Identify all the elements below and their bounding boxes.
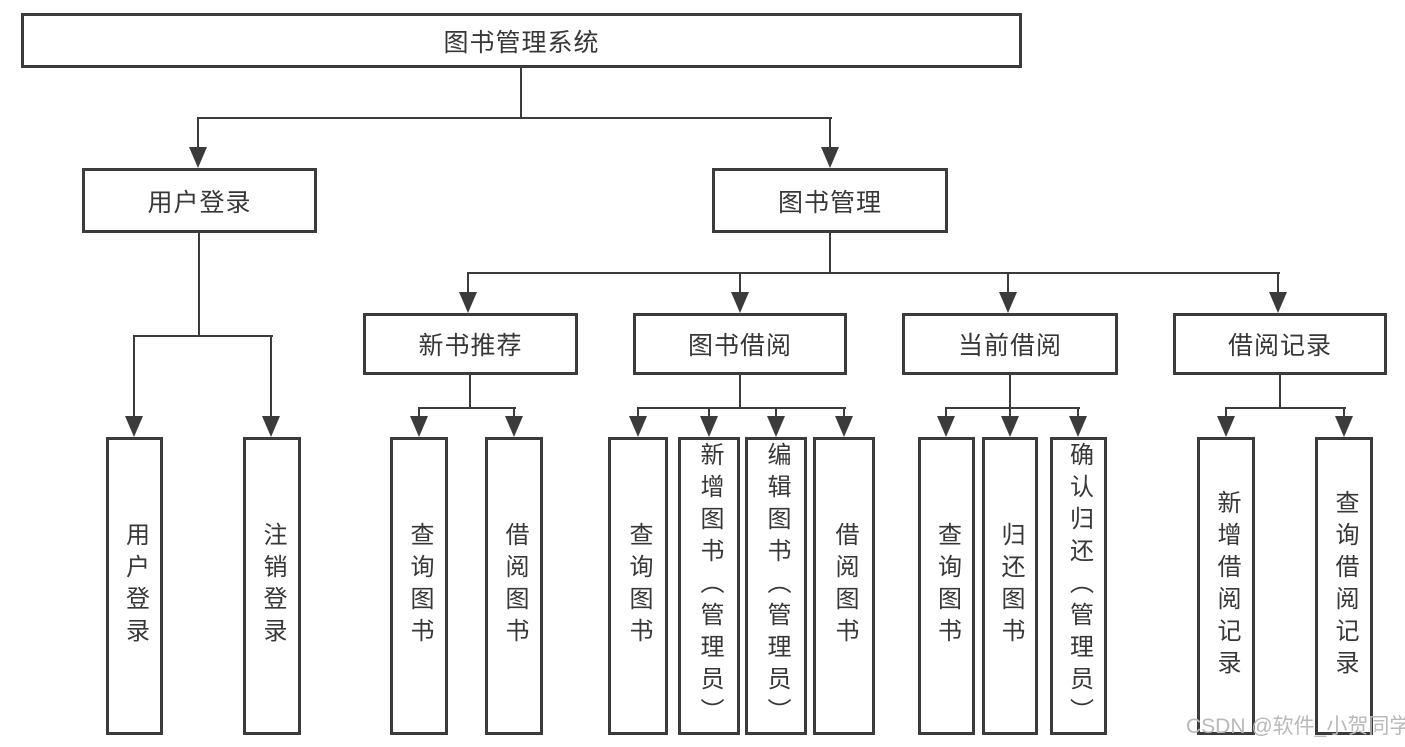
arrow-down-icon (767, 416, 785, 437)
connector-leaf-drop (843, 407, 845, 419)
connector-leaf-drop (1077, 407, 1079, 419)
connector-drop-current-borrow (1007, 272, 1009, 295)
connector-leaf-drop (1225, 407, 1227, 419)
connector-book-management-stem (829, 231, 831, 274)
arrow-down-icon (731, 292, 749, 313)
connector-current-borrow-stem (1009, 373, 1011, 409)
leaf-query-borrow-record: 查询借阅记录 (1315, 437, 1373, 735)
csdn-watermark: CSDN @软件_小贺同学 (1186, 715, 1405, 738)
leaf-query-books-borrow: 查询图书 (608, 437, 668, 735)
arrow-down-icon (821, 147, 839, 168)
node-user-login: 用户登录 (82, 168, 317, 233)
connector-drop-borrow-records (1277, 272, 1279, 295)
connector-leaf-drop (637, 407, 639, 419)
arrow-down-icon (459, 292, 477, 313)
connector-leaf-drop (775, 407, 777, 419)
node-book-borrowing: 图书借阅 (633, 313, 847, 375)
connector-drop-leaf-logout (270, 335, 272, 418)
arrow-down-icon (410, 416, 428, 437)
connector-leaf-drop (1343, 407, 1345, 419)
arrow-down-icon (629, 416, 647, 437)
leaf-borrow-books-recommend: 借阅图书 (485, 437, 543, 735)
node-new-book-recommend: 新书推荐 (363, 313, 578, 375)
connector-level3-branch (467, 272, 1280, 274)
connector-book-borrow-stem (739, 373, 741, 409)
node-library-management-system: 图书管理系统 (21, 13, 1022, 68)
leaf-logout: 注销登录 (243, 437, 301, 735)
leaf-borrow-books: 借阅图书 (813, 437, 875, 735)
connector-new-book-stem (469, 373, 471, 409)
connector-current-borrow-branch (945, 407, 1080, 409)
connector-drop-new-book (467, 272, 469, 295)
arrow-down-icon (1269, 292, 1287, 313)
connector-leaf-drop (1009, 407, 1011, 419)
leaf-confirm-return-admin: 确认归还（管理员） (1050, 437, 1107, 735)
connector-user-login-branch (133, 335, 273, 337)
leaf-add-books-admin: 新增图书（管理员） (678, 437, 740, 735)
connector-drop-user-login (197, 117, 199, 150)
leaf-add-borrow-record: 新增借阅记录 (1197, 437, 1255, 735)
arrow-down-icon (937, 416, 955, 437)
leaf-edit-books-admin: 编辑图书（管理员） (745, 437, 807, 735)
connector-drop-book-borrow (739, 272, 741, 295)
arrow-down-icon (125, 416, 143, 437)
connector-level1-branch (197, 117, 832, 119)
leaf-query-books-recommend: 查询图书 (390, 437, 448, 735)
node-borrowing-records: 借阅记录 (1173, 313, 1387, 375)
connector-user-login-stem (198, 231, 200, 337)
connector-book-borrow-branch (637, 407, 846, 409)
node-current-borrowing: 当前借阅 (902, 313, 1118, 375)
arrow-down-icon (505, 416, 523, 437)
connector-drop-book-management (829, 117, 831, 150)
arrow-down-icon (1001, 416, 1019, 437)
arrow-down-icon (262, 416, 280, 437)
arrow-down-icon (189, 147, 207, 168)
connector-new-book-branch (418, 407, 516, 409)
connector-drop-leaf-user-login (133, 335, 135, 418)
node-book-management: 图书管理 (712, 168, 948, 233)
leaf-user-login: 用户登录 (106, 437, 163, 735)
connector-leaf-drop (513, 407, 515, 419)
connector-borrow-records-branch (1225, 407, 1346, 409)
arrow-down-icon (835, 416, 853, 437)
leaf-return-books: 归还图书 (982, 437, 1038, 735)
arrow-down-icon (1069, 416, 1087, 437)
arrow-down-icon (1335, 416, 1353, 437)
leaf-query-books-current: 查询图书 (918, 437, 975, 735)
arrow-down-icon (700, 416, 718, 437)
connector-borrow-records-stem (1279, 373, 1281, 409)
connector-leaf-drop (945, 407, 947, 419)
arrow-down-icon (1217, 416, 1235, 437)
connector-leaf-drop (708, 407, 710, 419)
connector-root-stem (520, 66, 522, 118)
connector-leaf-drop (418, 407, 420, 419)
arrow-down-icon (999, 292, 1017, 313)
